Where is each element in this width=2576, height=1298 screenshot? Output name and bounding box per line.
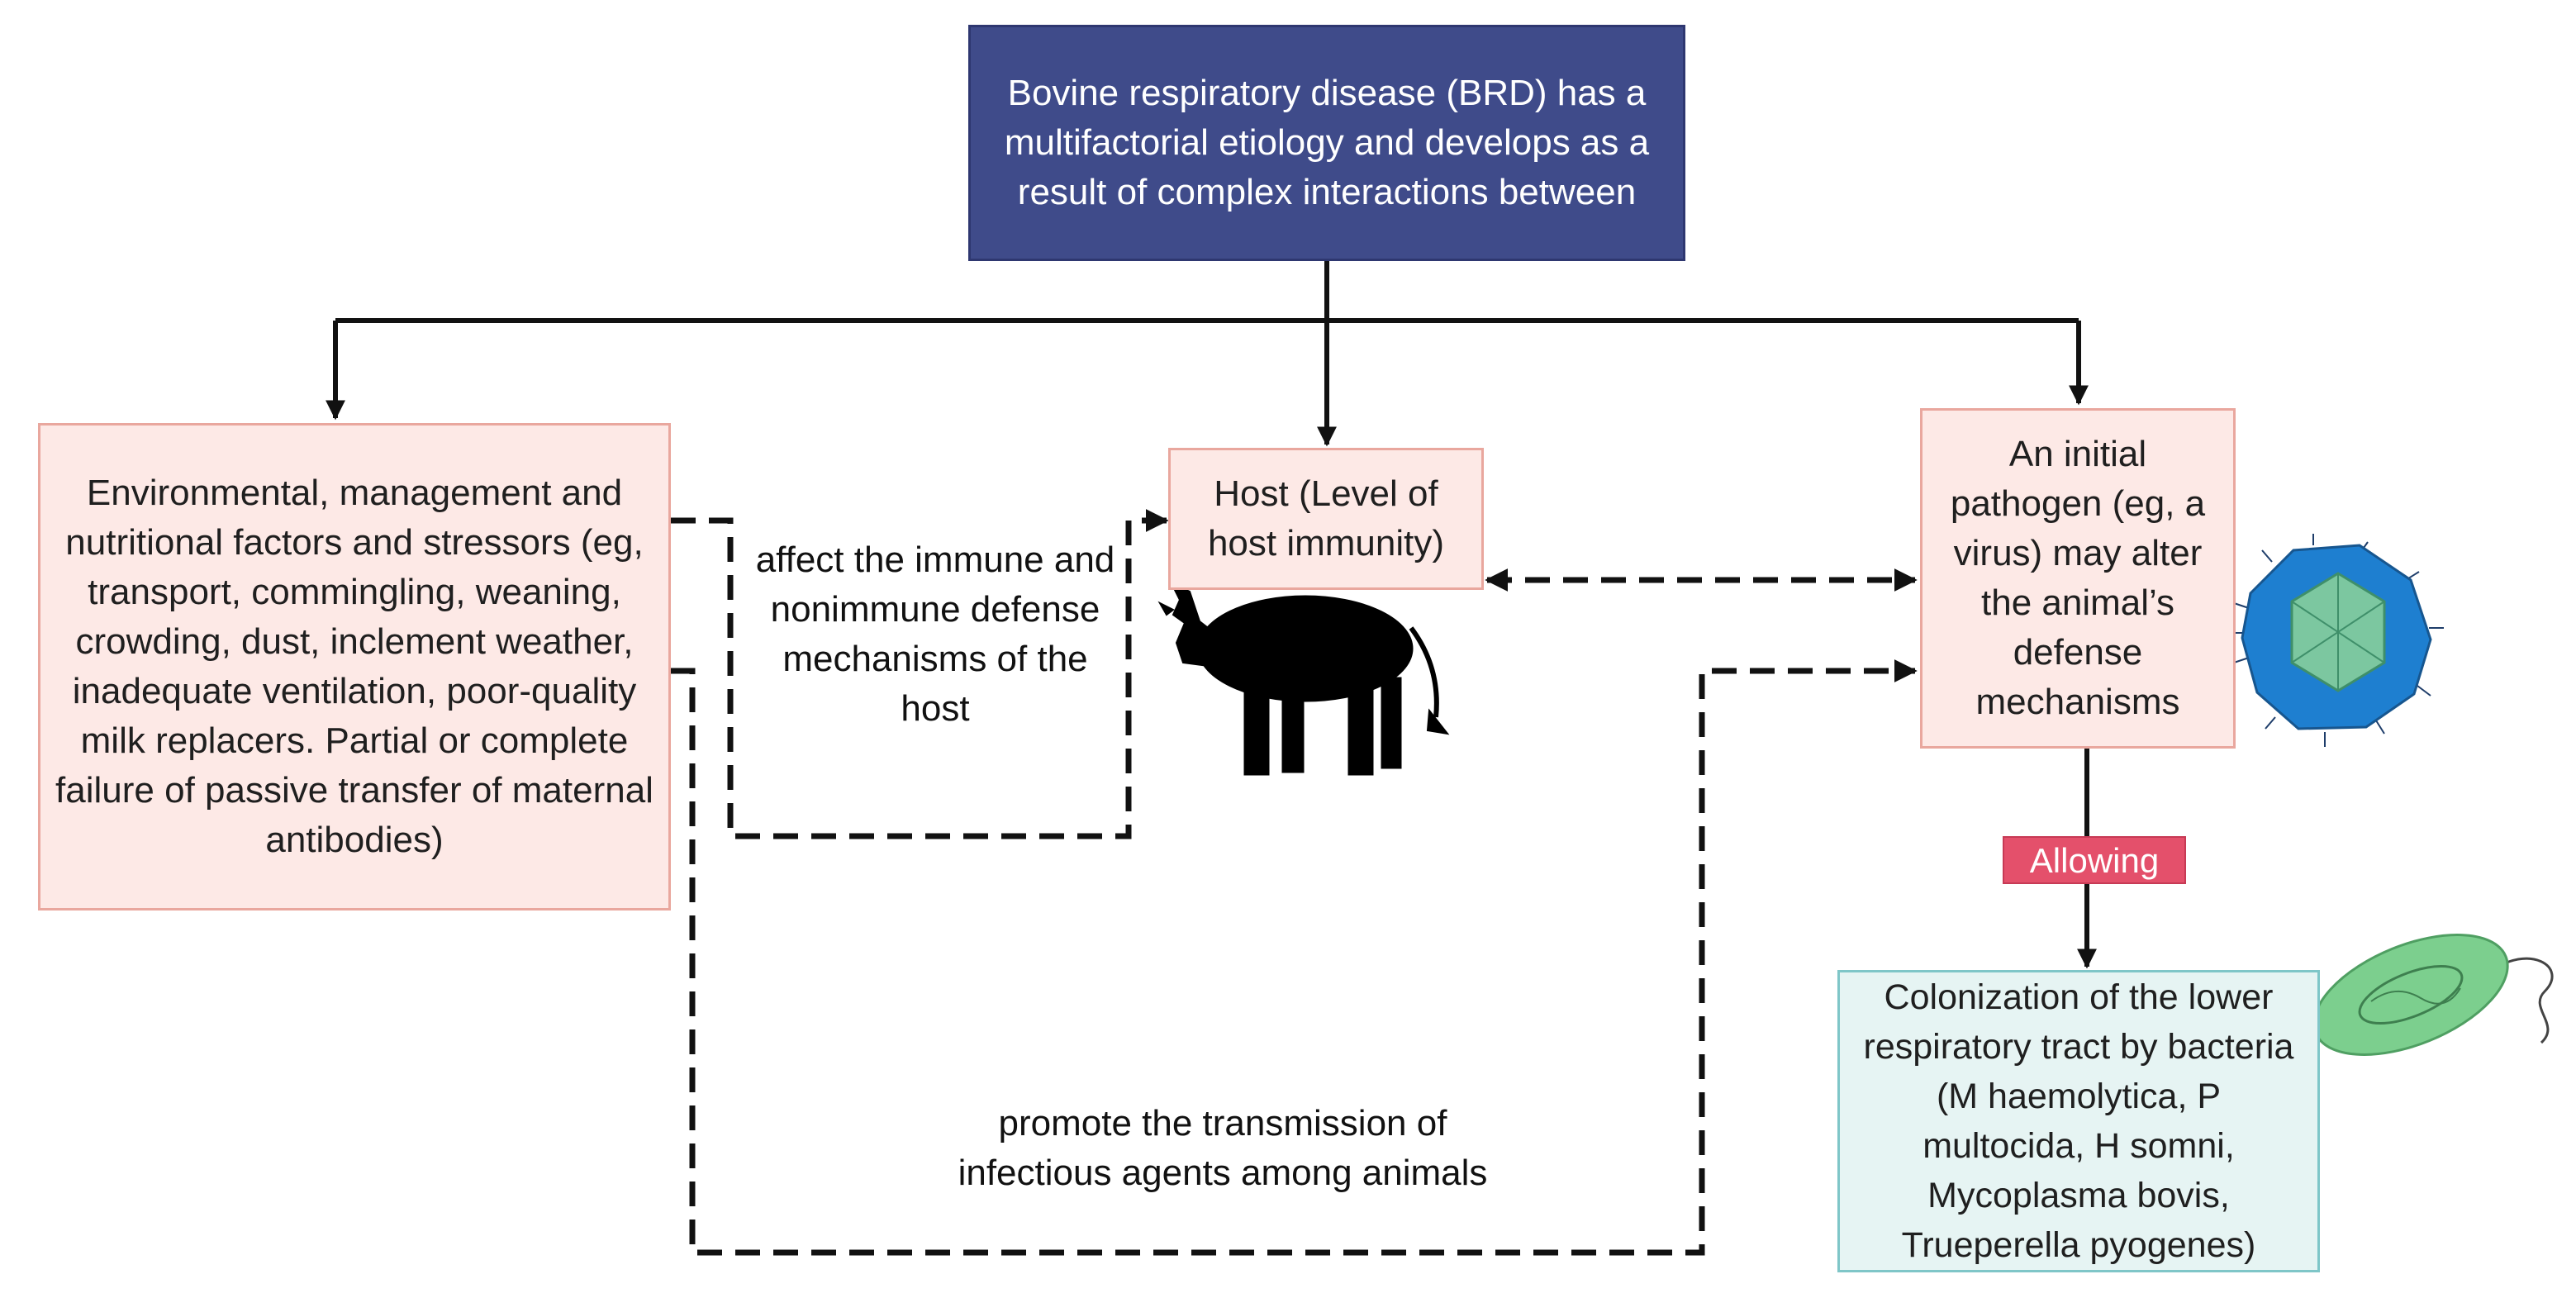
title-text: Bovine respiratory disease (BRD) has a m… — [1004, 73, 1650, 212]
arrow-factors-to-pathogen — [671, 659, 1918, 1256]
bacterium-icon — [2312, 934, 2554, 1056]
colonization-text: Colonization of the lower respiratory tr… — [1863, 977, 2294, 1265]
allowing-label: Allowing — [2003, 836, 2186, 884]
promote-label: promote the transmission of infectious a… — [958, 1103, 1488, 1193]
affect-label: affect the immune and nonimmune defense … — [755, 540, 1115, 729]
host-text: Host (Level of host immunity) — [1207, 473, 1445, 563]
arrow-factors-to-host — [671, 509, 1169, 839]
cow-icon — [1157, 581, 1450, 776]
factors-text: Environmental, management and nutritiona… — [55, 473, 654, 860]
title-box: Bovine respiratory disease (BRD) has a m… — [968, 25, 1685, 261]
colonization-box: Colonization of the lower respiratory tr… — [1837, 970, 2320, 1272]
virus-icon — [2231, 534, 2444, 747]
pathogen-text: An initial pathogen (eg, a virus) may al… — [1950, 434, 2206, 722]
factors-box: Environmental, management and nutritiona… — [38, 423, 671, 911]
host-box: Host (Level of host immunity) — [1168, 448, 1484, 590]
dashed-connectors — [671, 509, 1918, 1256]
title-branch-connectors — [326, 261, 2089, 447]
pathogen-box: An initial pathogen (eg, a virus) may al… — [1920, 408, 2236, 749]
